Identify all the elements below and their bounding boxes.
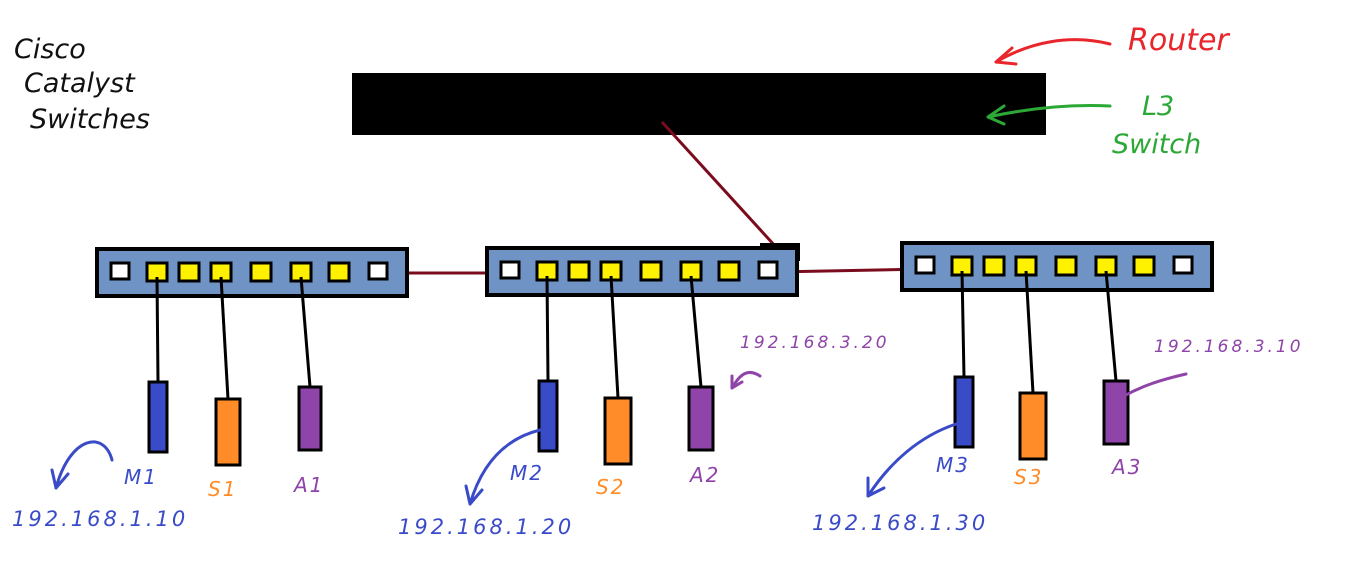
switches-layer — [95, 241, 1214, 298]
ip-m1: 192.168.1.10 — [12, 507, 188, 531]
devices-layer — [147, 375, 1130, 467]
device-cable-a2 — [689, 275, 703, 388]
switch-3-port-7 — [1132, 255, 1156, 277]
switch-2-port-3 — [567, 260, 591, 282]
l3-switch-annotation: L3 Switch — [986, 91, 1201, 160]
switch-1-port-5 — [249, 261, 273, 283]
switch-2-port-7 — [717, 260, 741, 282]
device-cable-m1 — [155, 276, 160, 383]
l3-label-line-1: L3 — [1142, 91, 1174, 122]
device-a1 — [297, 385, 323, 452]
device-a2 — [687, 385, 715, 452]
ip-a2-arrow-icon — [730, 371, 762, 390]
device-label-a1: A1 — [292, 473, 324, 497]
device-s2 — [603, 396, 633, 466]
ip-m3: 192.168.1.30 — [812, 511, 988, 535]
switch-1-port-8 — [367, 261, 389, 281]
device-cable-m3 — [960, 270, 966, 378]
device-label-a3: A3 — [1110, 455, 1142, 479]
device-label-m3: M3 — [936, 453, 970, 477]
device-label-m1: M1 — [124, 465, 158, 489]
switch-1-port-7 — [327, 261, 351, 283]
device-m2 — [537, 379, 559, 453]
device-label-s1: S1 — [208, 477, 237, 501]
diagram-title: Cisco Catalyst Switches — [14, 34, 150, 135]
ip-m1-arrow-icon — [50, 440, 114, 490]
device-cable-s1 — [219, 276, 230, 400]
switch-2-port-8 — [757, 260, 779, 280]
l3-label-line-2: Switch — [1112, 129, 1201, 160]
switch-3-port-8 — [1172, 255, 1194, 275]
ip-m2: 192.168.1.20 — [398, 515, 574, 539]
l3-arrow-icon — [986, 103, 1112, 126]
device-cable-s3 — [1024, 270, 1035, 394]
device-label-s2: S2 — [596, 475, 625, 499]
device-cable-a3 — [1104, 270, 1118, 382]
device-cable-m2 — [545, 275, 550, 382]
router-label: Router — [1128, 23, 1230, 58]
title-line-1: Cisco — [14, 34, 86, 65]
ip-annotations: 192.168.1.10 192.168.1.20 192.168.3.20 1… — [12, 333, 1304, 539]
ip-m3-arrow-icon — [866, 422, 958, 498]
device-labels: M1 S1 A1 M2 S2 A2 M3 S3 A3 — [124, 453, 1142, 501]
device-cable-a1 — [299, 276, 312, 388]
router-to-switch-2-cable — [660, 120, 788, 260]
switch-1-port-1 — [109, 261, 131, 281]
switch-3-port-3 — [982, 255, 1006, 277]
device-m1 — [147, 380, 169, 454]
device-cable-s2 — [609, 275, 620, 399]
device-s1 — [214, 397, 242, 467]
ip-a3-arrow-icon — [1122, 372, 1188, 398]
title-line-2: Catalyst — [24, 68, 136, 99]
device-m3 — [953, 375, 975, 449]
ip-m2-arrow-icon — [464, 428, 542, 506]
device-a3 — [1102, 379, 1130, 446]
switch-3-port-5 — [1054, 255, 1078, 277]
title-line-3: Switches — [30, 104, 150, 135]
ip-a2: 192.168.3.20 — [740, 333, 890, 353]
device-label-s3: S3 — [1014, 465, 1043, 489]
device-label-m2: M2 — [510, 461, 544, 485]
device-s3 — [1018, 391, 1048, 461]
device-cables-layer — [155, 270, 1118, 400]
ip-a3: 192.168.3.10 — [1154, 337, 1304, 357]
switch-2-port-5 — [639, 260, 663, 282]
device-label-a2: A2 — [688, 463, 720, 487]
router-annotation: Router — [994, 23, 1230, 66]
router-block — [352, 73, 1046, 135]
switch-1-port-3 — [177, 261, 201, 283]
switch-2-port-1 — [499, 260, 521, 280]
router-arrow-icon — [994, 38, 1112, 66]
switch-3-port-1 — [914, 255, 936, 275]
